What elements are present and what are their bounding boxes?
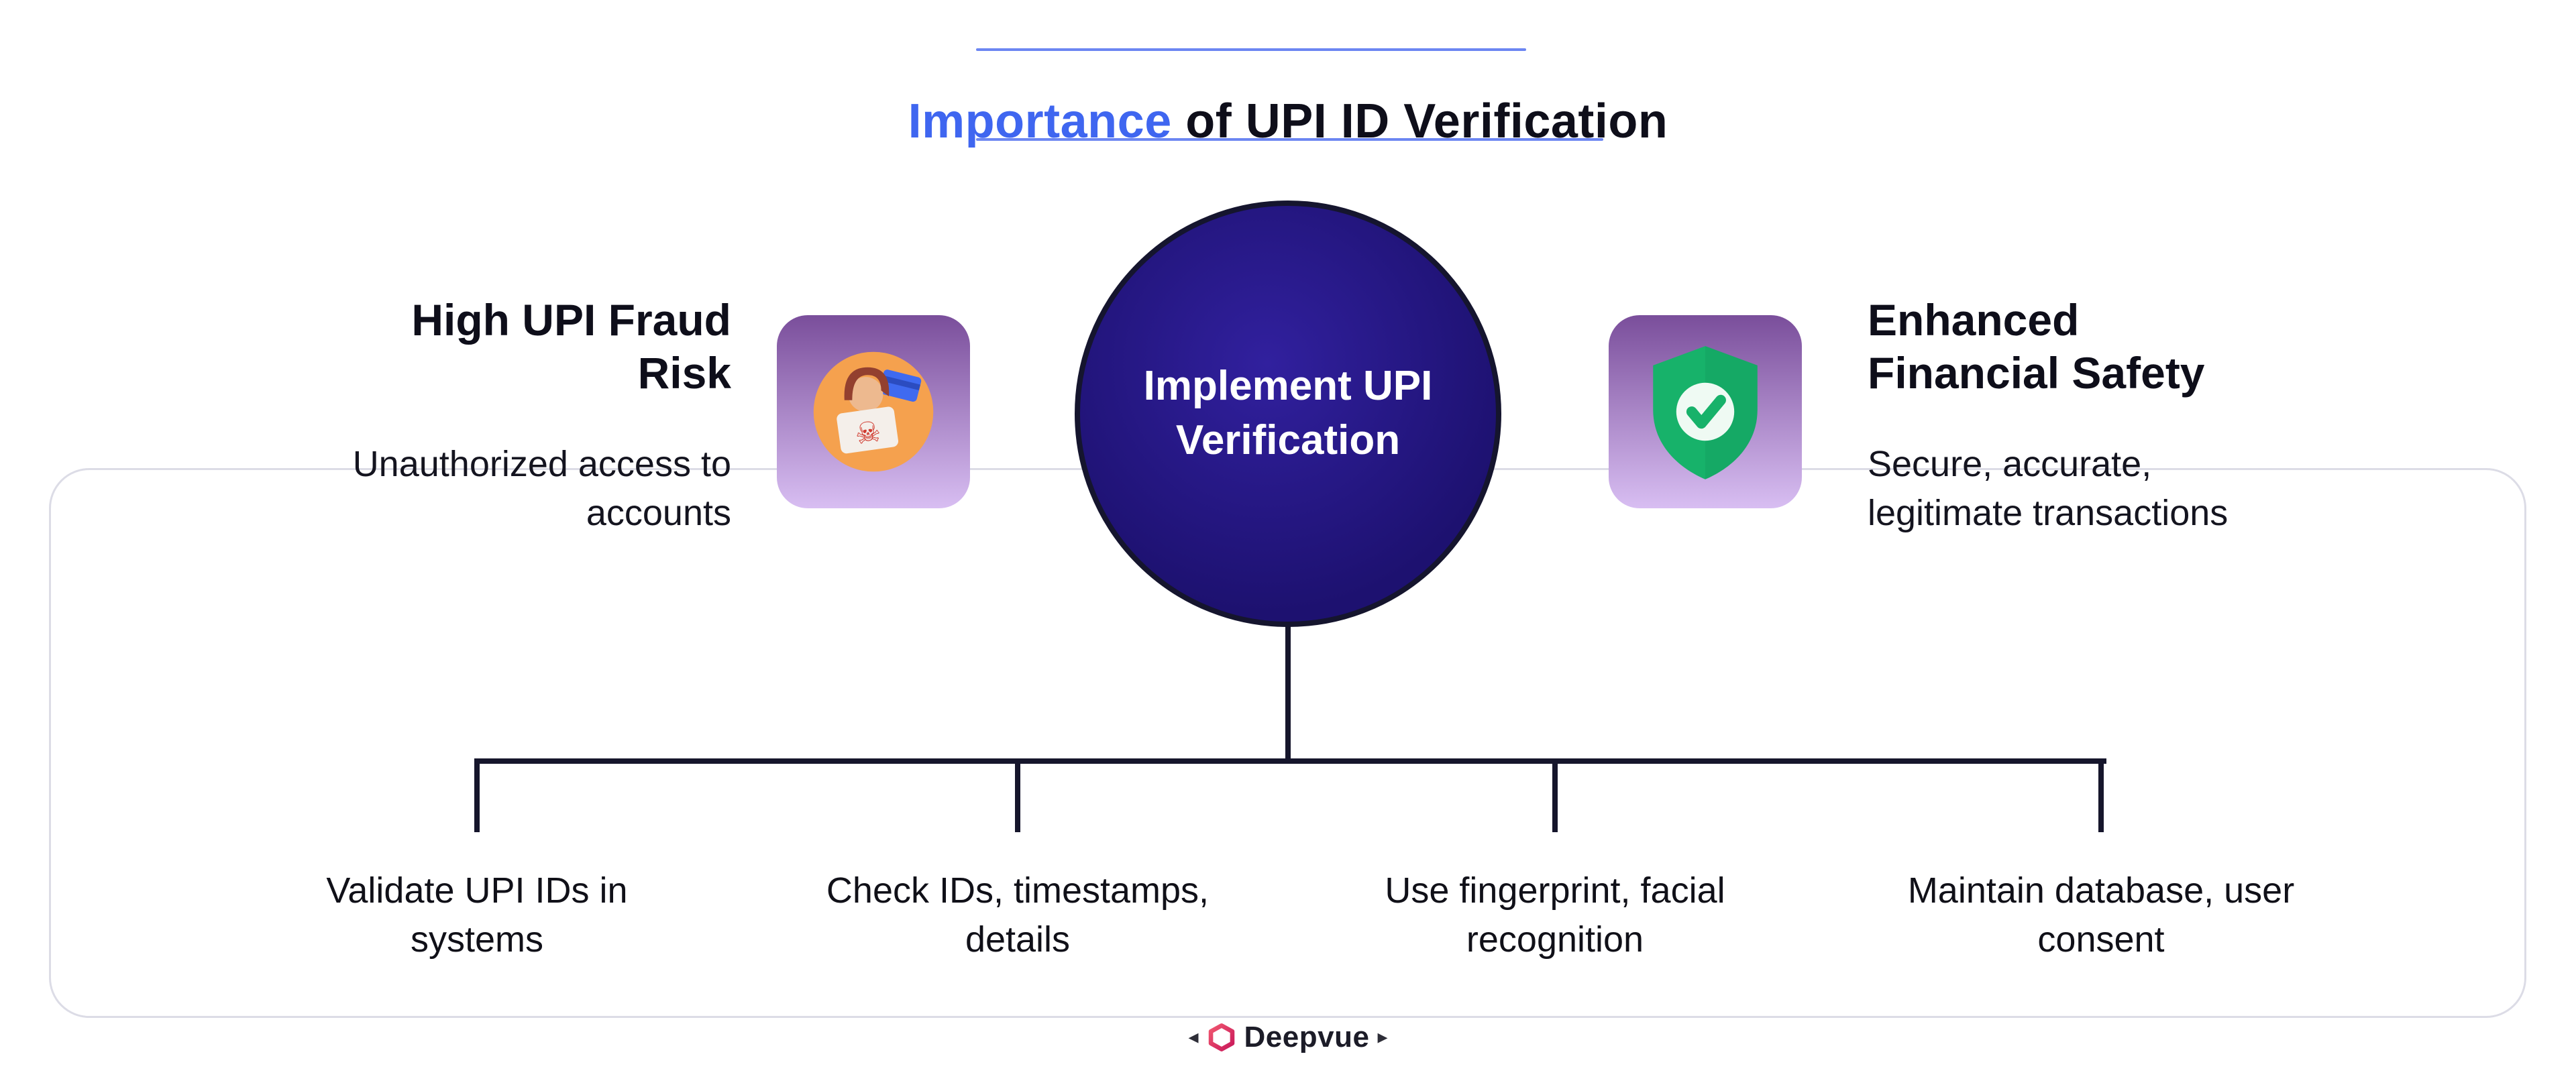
- center-node-label: Implement UPI Verification: [1143, 363, 1433, 463]
- branch-label-4: Maintain database, user consent: [1907, 870, 2295, 960]
- title-highlight: Importance: [908, 95, 1172, 149]
- page-title: Importance of UPI ID Verification: [0, 94, 2576, 149]
- right-arrow-icon: ▸: [1377, 1026, 1388, 1048]
- brand-footer: ◂ Deepvue ▸: [0, 1021, 2576, 1054]
- left-arrow-icon: ◂: [1188, 1026, 1199, 1048]
- title-overline: [976, 48, 1526, 51]
- connector-drop-2: [1015, 758, 1020, 832]
- hexagon-logo-icon: [1207, 1023, 1236, 1052]
- right-subtext: Secure, accurate, legitimate transaction…: [1868, 444, 2229, 533]
- title-underline: [976, 138, 1603, 141]
- fraud-hacker-icon: ☠: [777, 314, 970, 510]
- connector-drop-4: [2098, 758, 2104, 832]
- title-rest: of UPI ID Verification: [1171, 95, 1668, 149]
- left-subtext: Unauthorized access to accounts: [352, 444, 731, 533]
- branch-label-1: Validate UPI IDs in systems: [326, 870, 628, 960]
- branch-label-3: Use fingerprint, facial recognition: [1385, 870, 1725, 960]
- connector-drop-1: [474, 758, 480, 832]
- left-heading: High UPI Fraud Risk: [411, 295, 731, 398]
- connector-drop-3: [1552, 758, 1558, 832]
- shield-check-icon: [1609, 314, 1802, 510]
- right-heading: Enhanced Financial Safety: [1868, 295, 2205, 398]
- center-node: Implement UPI Verification: [1075, 201, 1501, 627]
- connector-horizontal: [474, 758, 2106, 764]
- svg-text:☠: ☠: [853, 415, 883, 452]
- connector-stem: [1285, 622, 1291, 761]
- branch-label-2: Check IDs, timestamps, details: [826, 870, 1210, 960]
- brand-name: Deepvue: [1244, 1021, 1370, 1053]
